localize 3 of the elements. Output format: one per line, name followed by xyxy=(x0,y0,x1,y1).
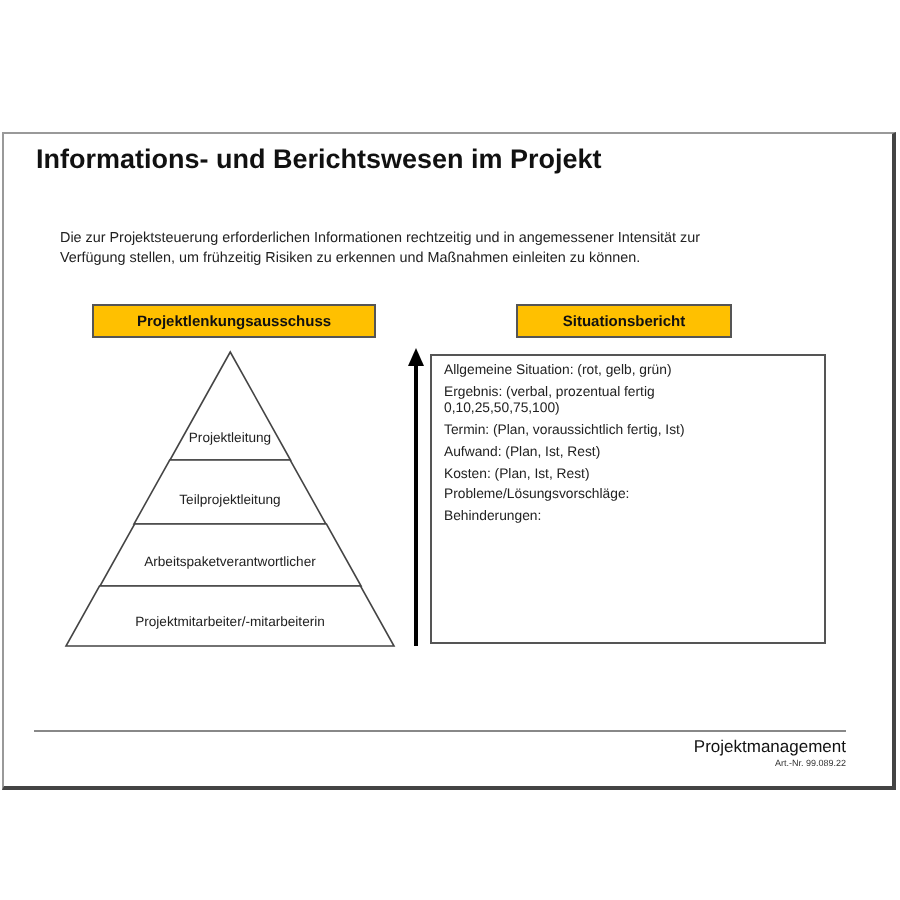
report-box xyxy=(430,354,826,644)
footer-text: Projektmanagement xyxy=(693,736,846,756)
title: Informations- und Berichtswesen im Projekt xyxy=(36,144,602,174)
